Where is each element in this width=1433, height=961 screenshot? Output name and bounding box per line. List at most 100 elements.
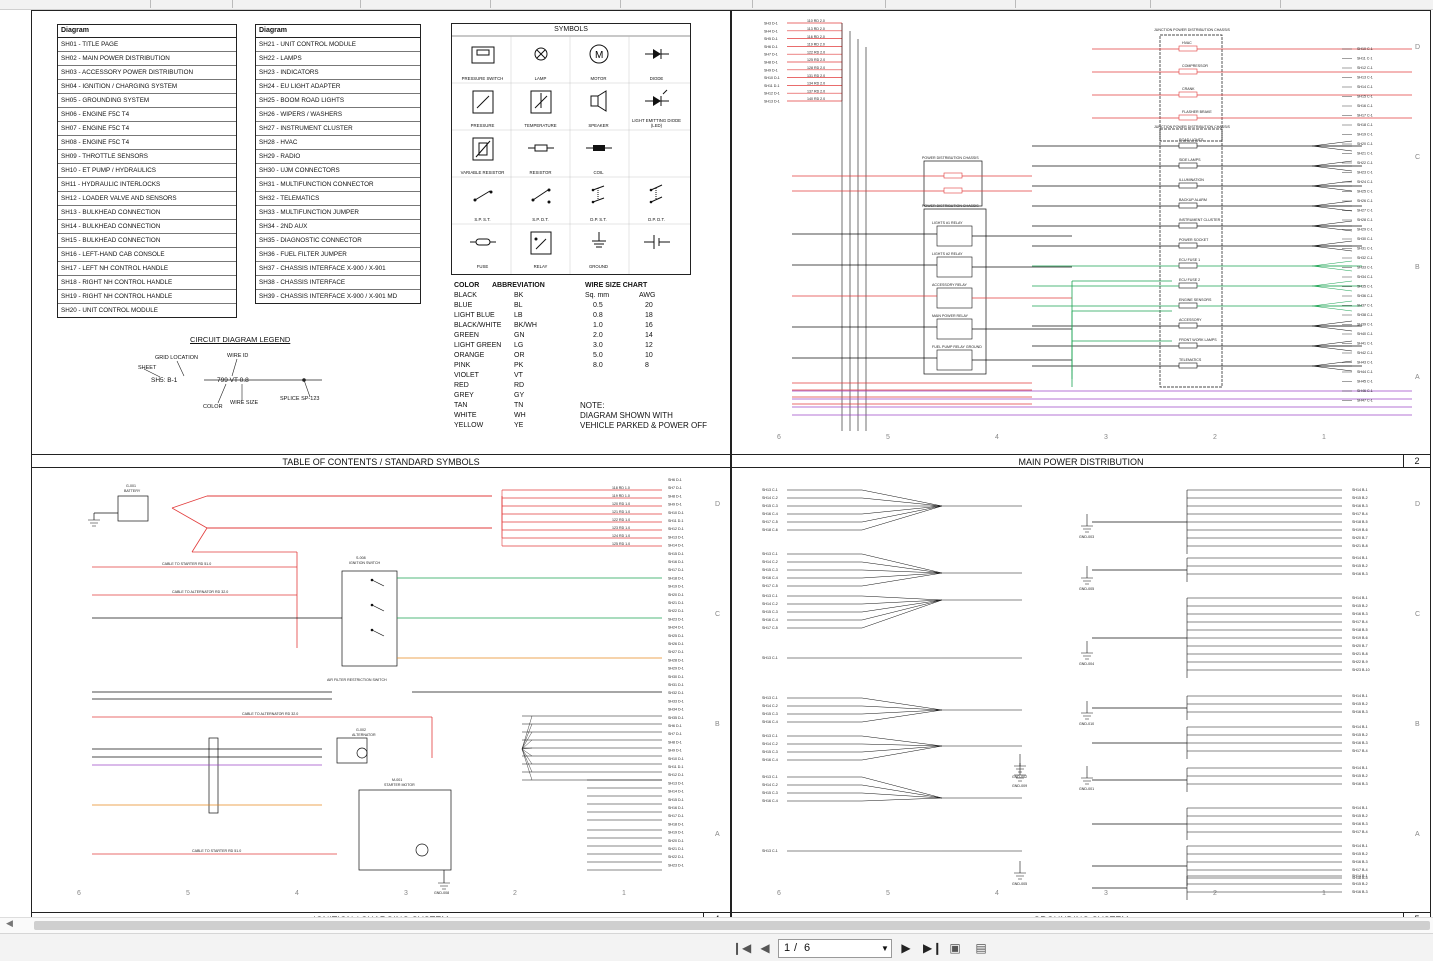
wire bbox=[1311, 360, 1353, 367]
toc-row: SH17 - LEFT NH CONTROL HANDLE bbox=[58, 262, 236, 276]
wire-target-label: SH14 C-1 bbox=[1357, 85, 1373, 89]
scroll-left-arrow-icon[interactable]: ◀ bbox=[6, 918, 13, 928]
wire-source-label: SH15 C-3 bbox=[762, 791, 778, 795]
wire bbox=[861, 595, 943, 601]
fuse-label: BACKUP ALARM bbox=[1179, 198, 1207, 202]
color-name: LIGHT BLUE bbox=[454, 312, 495, 319]
symbol-label: PRESSURE bbox=[470, 123, 495, 128]
fit-page-icon[interactable]: ▣ bbox=[949, 941, 961, 955]
wire-target-label: SH15 C-1 bbox=[1357, 95, 1373, 99]
toc-row: SH08 - ENGINE F5C T4 bbox=[58, 136, 236, 150]
wire-target-label: SH19 B-6 bbox=[1352, 636, 1368, 640]
wire-source-label: SH13 C-1 bbox=[762, 552, 778, 556]
legend-reference: SH5: B-1 bbox=[151, 377, 178, 384]
wire-target-label: SH21 B-8 bbox=[1352, 652, 1368, 656]
grid-column-label: 5 bbox=[886, 434, 890, 441]
fuse-box bbox=[1159, 128, 1223, 388]
symbols-title: SYMBOLS bbox=[554, 26, 588, 33]
last-page-icon[interactable]: ▶❙ bbox=[923, 941, 943, 955]
symbol-label: RELAY bbox=[533, 264, 548, 269]
wire-sqmm: 8.0 bbox=[593, 362, 603, 369]
wire-target-label: SH14 B-1 bbox=[1352, 556, 1368, 560]
wire-target-label: SH9 D-1 bbox=[668, 503, 682, 507]
page-number-field[interactable]: 1 / 6 ▼ bbox=[778, 939, 892, 958]
wire bbox=[521, 723, 533, 750]
wire-target-label: SH15 B-2 bbox=[1352, 852, 1368, 856]
wire-label: 120 RD 1.0 bbox=[612, 502, 630, 506]
wire-target-label: SH45 C-1 bbox=[1357, 380, 1373, 384]
color-abbr: OR bbox=[514, 352, 525, 359]
scrollbar-thumb[interactable] bbox=[34, 921, 1430, 930]
page-separator: / bbox=[794, 942, 798, 954]
wire-source-label: SH17 C-5 bbox=[762, 584, 778, 588]
wire-target-label: SH14 B-1 bbox=[1352, 806, 1368, 810]
ground-icon bbox=[1081, 652, 1093, 660]
box-label: JUNCTION POWER DISTRIBUTION CHASSIS bbox=[1154, 28, 1230, 32]
color-abbr: LG bbox=[514, 342, 524, 349]
wire-source-label: SH17 C-5 bbox=[762, 626, 778, 630]
wire bbox=[861, 735, 943, 747]
wire-source-label: SH15 C-3 bbox=[762, 750, 778, 754]
fuse-label: INSTRUMENT CLUSTER bbox=[1179, 218, 1221, 222]
fit-width-icon[interactable]: ▤ bbox=[975, 941, 987, 955]
battery-icon bbox=[643, 235, 670, 249]
wire-label: 119 RD 1.0 bbox=[612, 494, 630, 498]
wire-target-label: SH16 B-3 bbox=[1352, 741, 1368, 745]
wire bbox=[1311, 165, 1353, 172]
symbol-label: LIGHT EMITTING DIODE (LED) bbox=[631, 118, 682, 128]
toc-row: SH36 - FUEL FILTER JUMPER bbox=[256, 248, 420, 262]
wire-target-label: SH16 B-3 bbox=[1352, 782, 1368, 786]
color-abbr: TN bbox=[514, 402, 524, 409]
wire bbox=[1311, 200, 1353, 207]
wire-target-label: SH26 D-1 bbox=[668, 642, 684, 646]
first-page-icon[interactable]: ❙◀ bbox=[732, 941, 752, 955]
color-abbr: GY bbox=[514, 392, 525, 399]
wire-target-label: SH33 D-1 bbox=[668, 699, 684, 703]
wire-target-label: SH31 D-1 bbox=[668, 683, 684, 687]
wire-target-label: SH36 C-1 bbox=[1357, 294, 1373, 298]
wire-label: 131 RD 2.0 bbox=[807, 74, 825, 78]
next-page-icon[interactable]: ▶ bbox=[901, 941, 911, 955]
wire bbox=[521, 739, 533, 750]
fuse-label: ILLUMINATION bbox=[1179, 178, 1204, 182]
toc-row: SH01 - TITLE PAGE bbox=[58, 38, 236, 52]
fuse-label: ECU FUSE 2 bbox=[1179, 278, 1200, 282]
wire-target-label: SH13 D-1 bbox=[668, 535, 684, 539]
symbol-label: PRESSURE SWITCH bbox=[461, 76, 504, 81]
wire-target-label: SH15 B-2 bbox=[1352, 882, 1368, 886]
wire bbox=[521, 748, 533, 781]
horizontal-scrollbar[interactable]: ◀ bbox=[0, 917, 1433, 933]
temperature-sensor-icon bbox=[530, 90, 551, 114]
previous-page-icon[interactable]: ◀ bbox=[760, 941, 770, 955]
fuse-label: POWER SOCKET bbox=[1179, 238, 1209, 242]
wire bbox=[861, 705, 943, 711]
wire-target-label: SH15 B-2 bbox=[1352, 733, 1368, 737]
ground-label: GND-008 bbox=[434, 891, 449, 895]
wire-target-label: SH13 C-1 bbox=[1357, 76, 1373, 80]
grid-column-label: 4 bbox=[295, 890, 299, 897]
relay-label: MAIN POWER RELAY bbox=[932, 314, 969, 318]
symbol-label: GROUND bbox=[588, 264, 609, 269]
color-abbr: WH bbox=[514, 412, 526, 419]
relay-icon bbox=[936, 287, 973, 309]
wire-target-label: SH18 D-1 bbox=[668, 822, 684, 826]
wire-target-label: SH14 B-1 bbox=[1352, 725, 1368, 729]
toc-row: SH22 - LAMPS bbox=[256, 52, 420, 66]
chevron-down-icon[interactable]: ▼ bbox=[881, 944, 889, 953]
wire-target-label: SH14 D-1 bbox=[668, 544, 684, 548]
battery-id: G-001 bbox=[126, 484, 136, 488]
toc-row: SH06 - ENGINE F5C T4 bbox=[58, 108, 236, 122]
page-total: 6 bbox=[804, 942, 811, 954]
wire bbox=[1311, 205, 1353, 212]
wire bbox=[1311, 220, 1353, 227]
battery-icon bbox=[117, 495, 149, 522]
wire bbox=[521, 748, 533, 757]
wire bbox=[1311, 245, 1353, 252]
wire bbox=[861, 743, 943, 747]
